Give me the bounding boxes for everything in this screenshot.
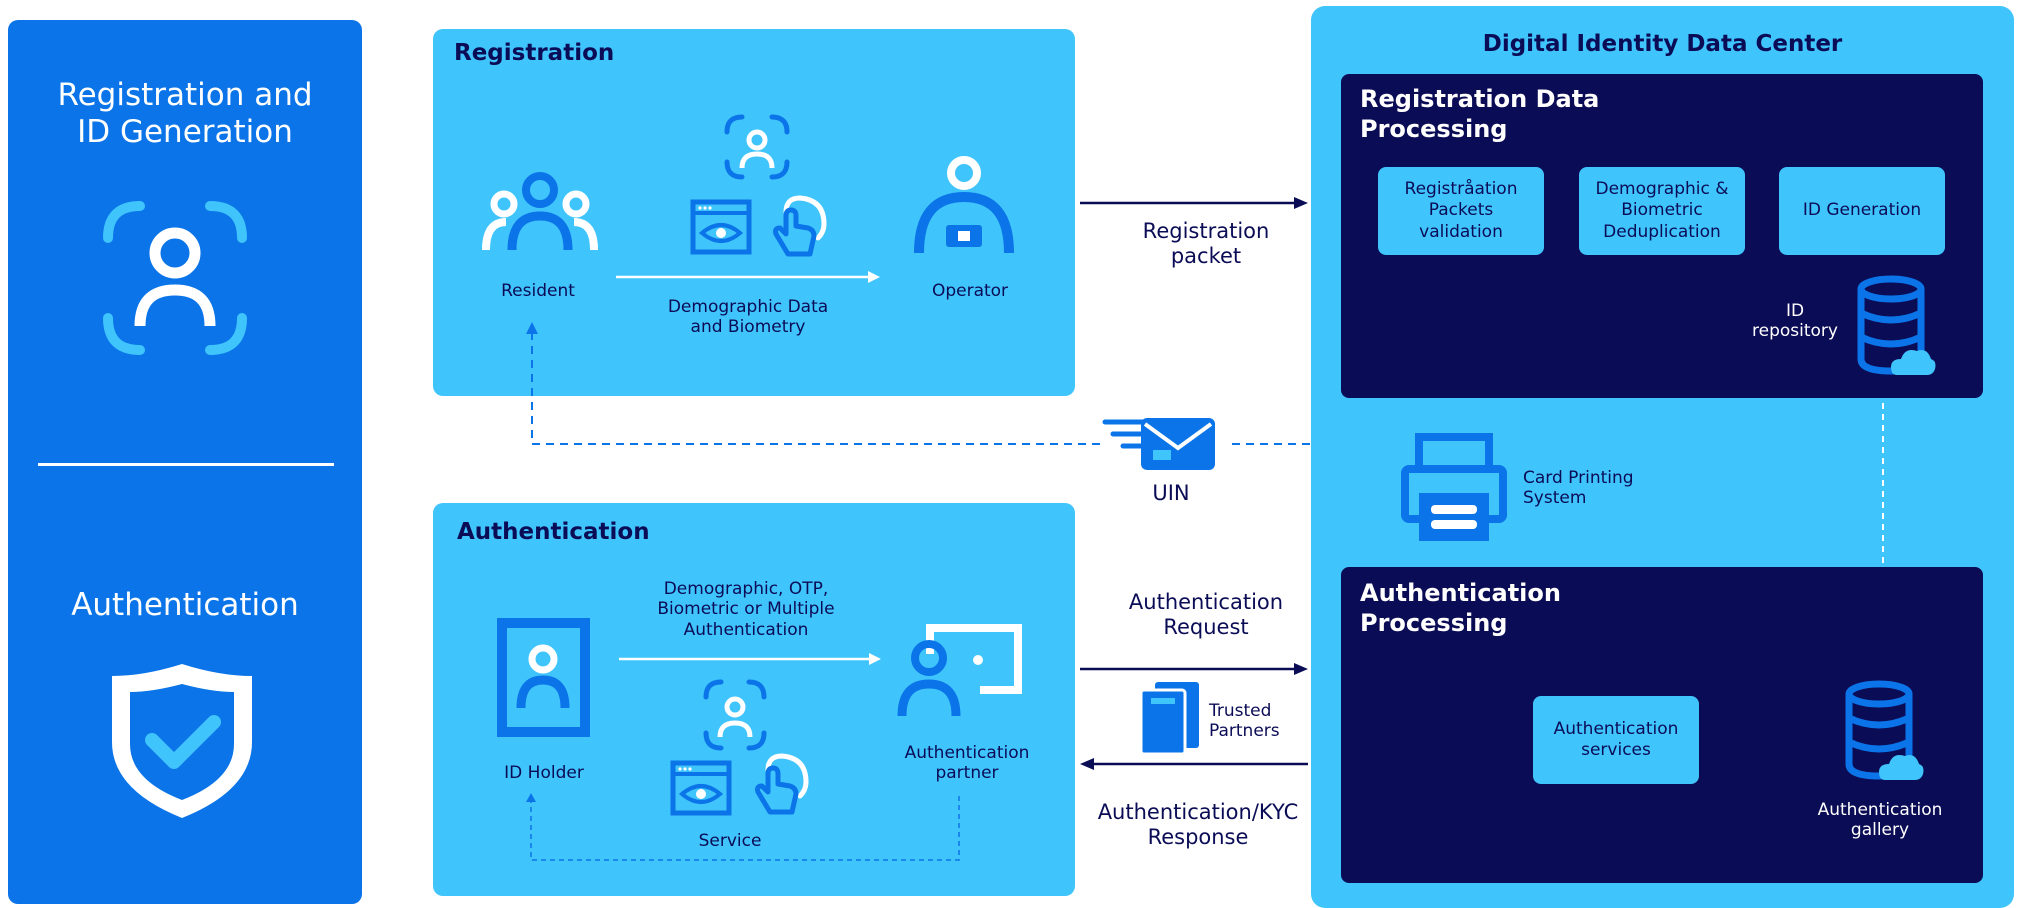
- left-panel-divider: [38, 463, 334, 466]
- card-printing-label: Card Printing System: [1523, 468, 1634, 509]
- arrow-authentication-response: [1080, 758, 1308, 770]
- registration-processing-title: Registration Data Processing: [1360, 85, 1600, 143]
- dashed-uin-flow: [526, 322, 1310, 445]
- demographic-data-label: Demographic Data and Biometry: [667, 297, 829, 338]
- printer-icon: [1401, 433, 1507, 541]
- dashed-response-loop: [526, 793, 960, 861]
- data-center-title: Digital Identity Data Center: [1482, 31, 1843, 57]
- trusted-partners-label: Trusted Partners: [1209, 701, 1280, 742]
- uin-label: UIN: [1152, 481, 1190, 505]
- registration-packet-label: Registration packet: [1142, 219, 1270, 269]
- authentication-processing-title: Authentication Processing: [1360, 579, 1561, 637]
- authentication-gallery-label: Authentication gallery: [1817, 800, 1943, 841]
- arrow-holder-to-partner: [619, 653, 881, 665]
- database-cloud-icon: [1845, 680, 1924, 780]
- operator-label: Operator: [931, 281, 1009, 301]
- authentication-request-label: Authentication Request: [1128, 590, 1284, 640]
- fingerprint-touch-icon: [755, 753, 809, 815]
- authentication-box: [433, 503, 1075, 896]
- fingerprint-touch-icon: [773, 195, 827, 257]
- authentication-title: Authentication: [457, 519, 650, 545]
- resident-icon: [482, 172, 598, 251]
- eye-scanner-icon: [670, 760, 732, 816]
- authentication-response-label: Authentication/KYC Response: [1097, 800, 1299, 850]
- arrow-authentication-request: [1080, 663, 1308, 675]
- authentication-partner-icon: [897, 624, 1022, 717]
- registration-title: Registration: [454, 40, 615, 66]
- deduplication-box: Demographic & Biometric Deduplication: [1579, 167, 1745, 255]
- resident-label: Resident: [501, 281, 575, 301]
- id-generation-box: ID Generation: [1779, 167, 1945, 255]
- authentication-partner-label: Authentication partner: [904, 743, 1030, 784]
- face-scan-icon: [103, 201, 247, 355]
- packets-validation-box: Registråation Packets validation: [1378, 167, 1544, 255]
- mail-icon: [1102, 418, 1215, 470]
- eye-scanner-icon: [690, 199, 752, 255]
- authentication-services-box: Authentication services: [1533, 696, 1699, 784]
- id-holder-label: ID Holder: [504, 763, 584, 783]
- face-scan-icon: [703, 679, 767, 751]
- authentication-side-title: Authentication: [71, 587, 299, 623]
- operator-icon: [914, 156, 1014, 254]
- authentication-methods-label: Demographic, OTP, Biometric or Multiple …: [657, 579, 835, 640]
- face-scan-icon: [724, 114, 790, 180]
- registration-id-generation-title: Registration and ID Generation: [57, 77, 313, 151]
- arrow-registration-packet: [1080, 197, 1308, 209]
- arrow-resident-to-operator: [616, 271, 880, 283]
- shield-check-icon: [112, 664, 252, 818]
- id-holder-icon: [497, 618, 590, 737]
- id-repository-label: ID repository: [1752, 301, 1838, 342]
- book-icon: [1139, 682, 1199, 756]
- service-label: Service: [698, 831, 762, 851]
- database-cloud-icon: [1857, 275, 1936, 375]
